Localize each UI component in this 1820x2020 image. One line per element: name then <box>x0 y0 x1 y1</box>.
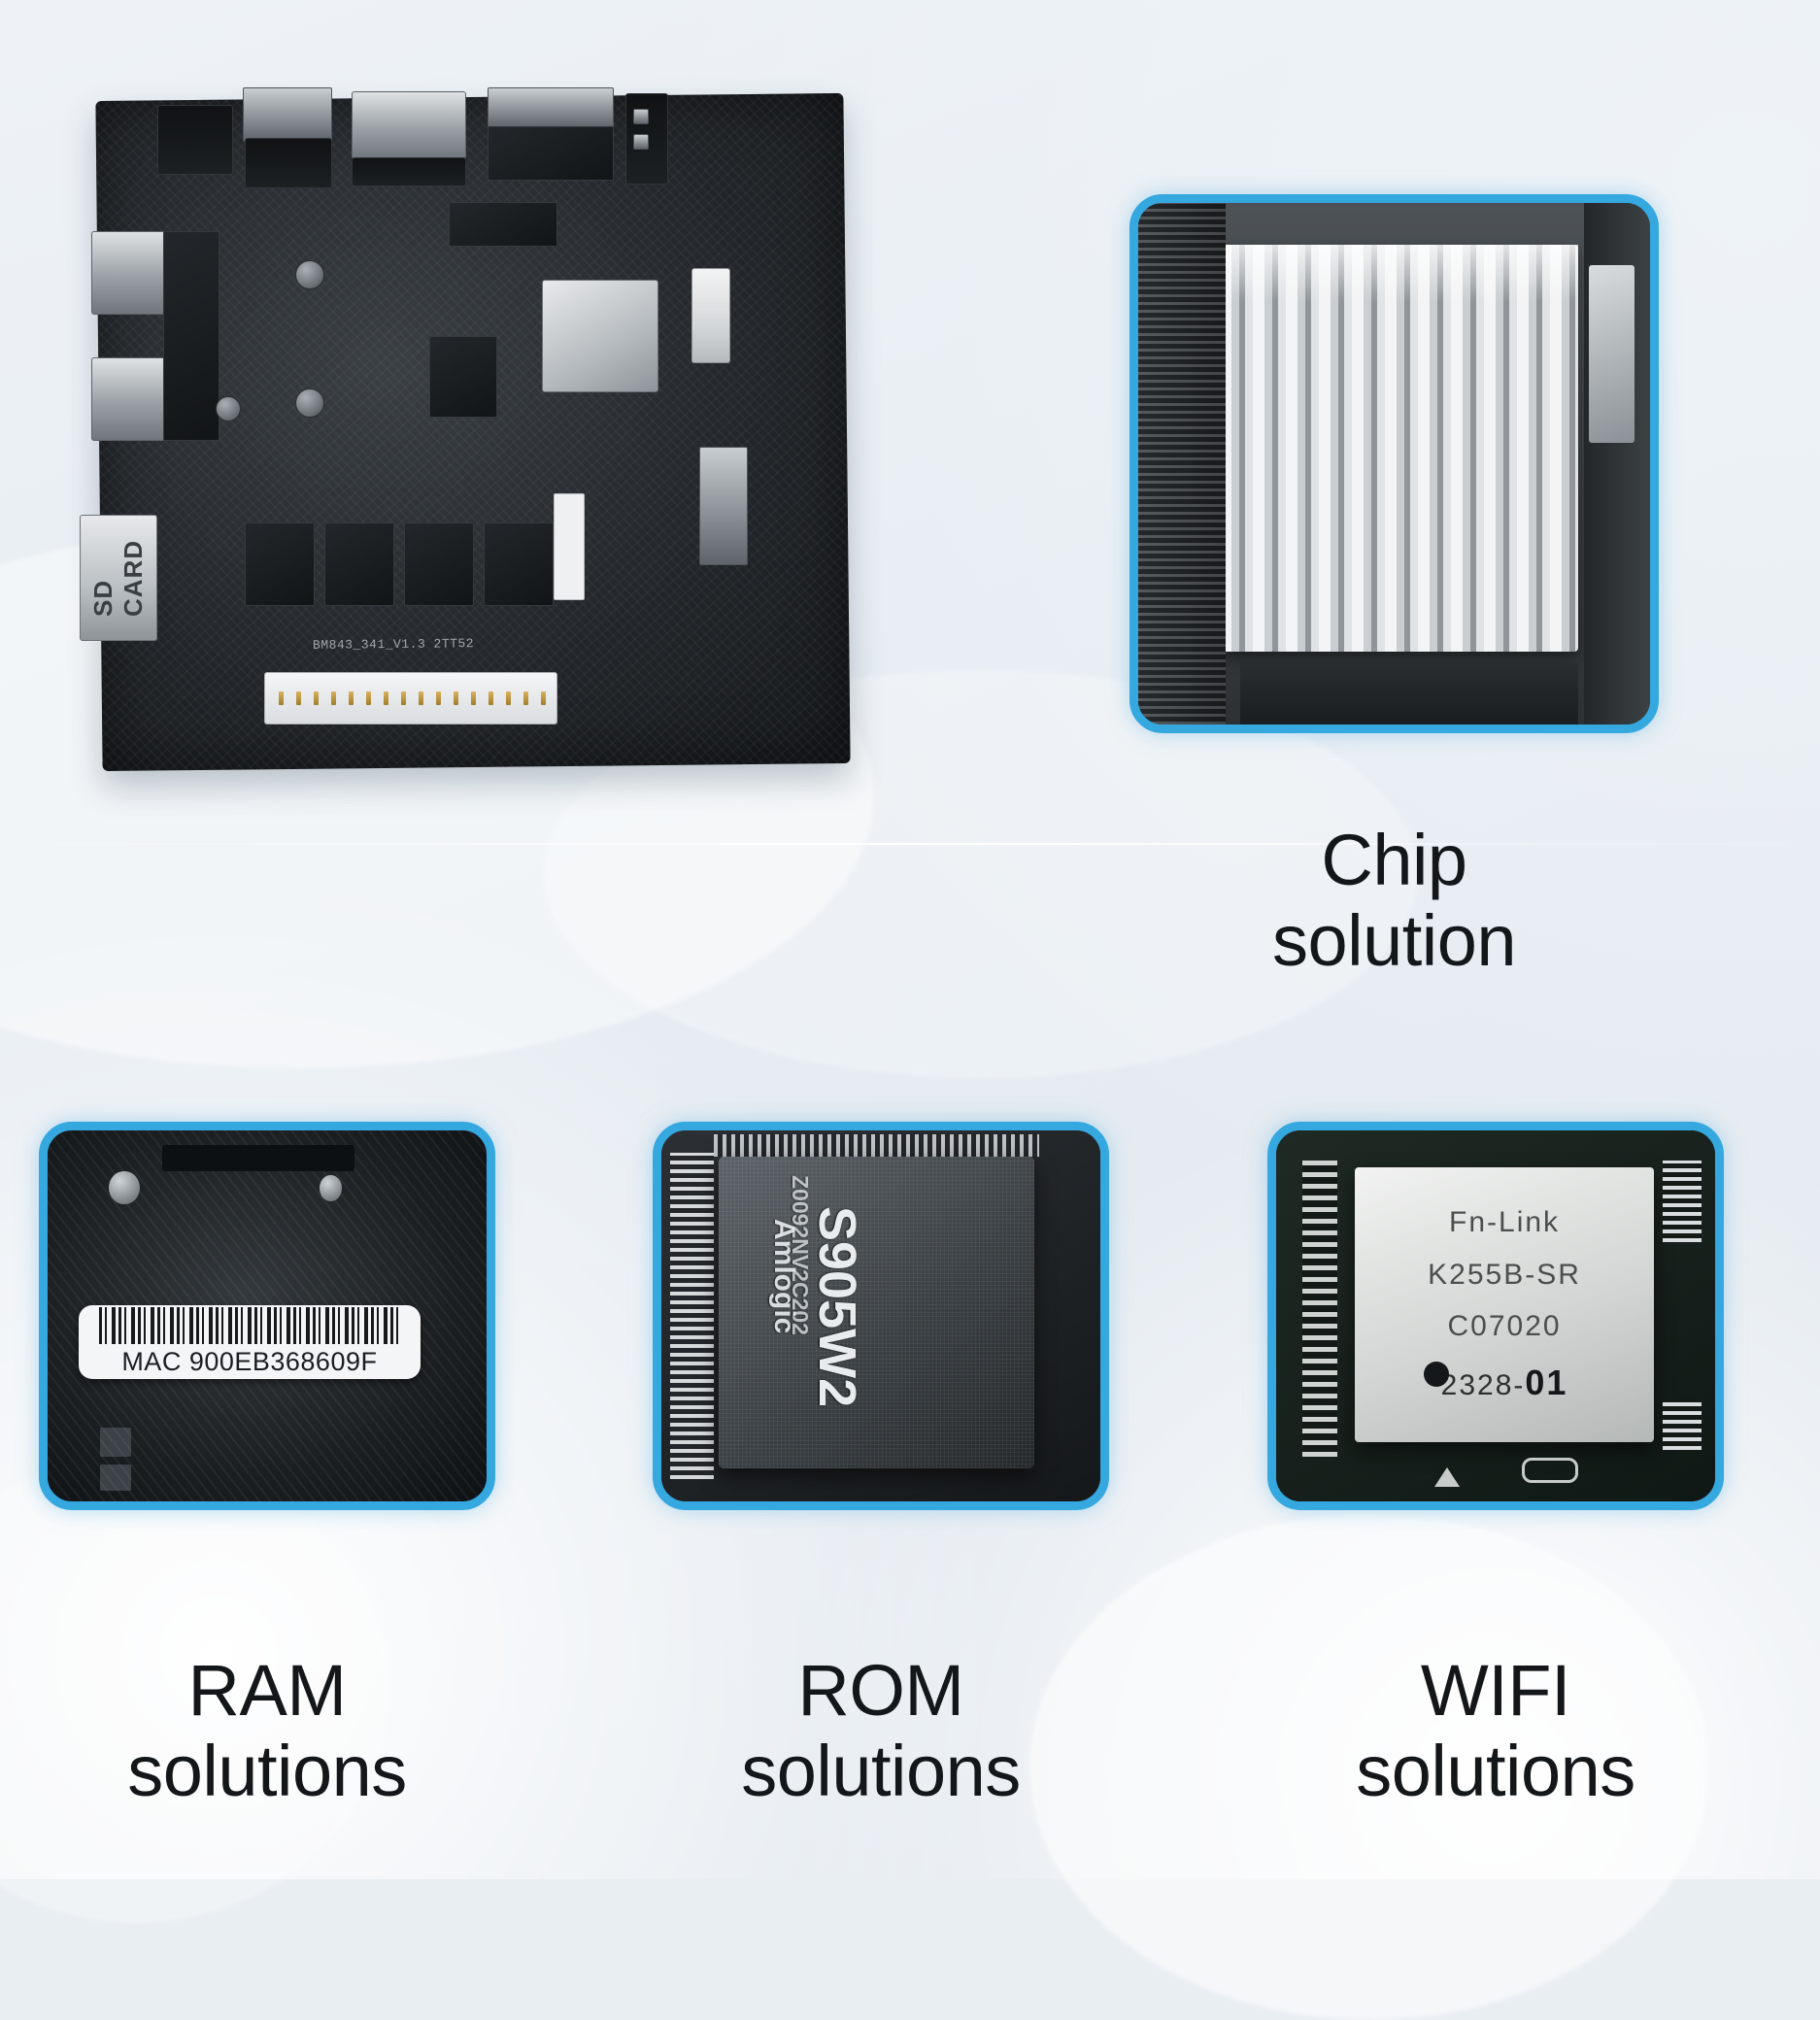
rom-solution-card[interactable]: Z0092NV2C202 S905W2 Amlogic <box>653 1122 1109 1510</box>
silkscreen-mark <box>1522 1457 1579 1483</box>
heatsink-photo <box>1138 203 1650 724</box>
port-ethernet <box>488 87 614 128</box>
wifi-caption-line2: solutions <box>1356 1730 1635 1811</box>
chip-ram <box>245 522 315 606</box>
wifi-brand: Fn-Link <box>1449 1205 1561 1238</box>
chip-pins-top <box>714 1133 1039 1157</box>
capacitor <box>295 260 324 289</box>
connector-metal <box>699 447 748 565</box>
usb-shroud <box>163 231 219 441</box>
rom-photo: Z0092NV2C202 S905W2 Amlogic <box>661 1130 1100 1501</box>
heatsink-fins <box>1220 244 1579 652</box>
ram-connector <box>161 1145 355 1171</box>
pin-header <box>264 672 557 724</box>
capacitor <box>295 388 324 418</box>
ram-solution-card[interactable]: MAC 900EB368609F <box>39 1122 495 1510</box>
port-usb-b <box>91 357 165 441</box>
soc-model: S905W2 <box>807 1206 866 1408</box>
ram-screw-pad <box>109 1171 140 1205</box>
barcode <box>98 1306 401 1344</box>
wifi-datecode-text: 2328- <box>1440 1369 1526 1402</box>
rom-solution-caption: ROM solutions <box>653 1650 1109 1812</box>
wifi-datecode: 2328-01 <box>1441 1363 1568 1403</box>
module-pins <box>1302 1160 1338 1458</box>
wifi-module: Fn-Link K255B-SR C07020 2328-01 <box>1355 1167 1654 1442</box>
rom-caption-line2: solutions <box>741 1730 1021 1811</box>
port-audio-jack <box>157 105 233 175</box>
port-av-body <box>245 138 332 188</box>
module-marker-dot <box>1424 1362 1450 1388</box>
smd-component <box>100 1464 131 1491</box>
smd-component <box>100 1427 131 1458</box>
chip-ram <box>404 522 474 606</box>
chip-solution-card[interactable] <box>1129 194 1659 733</box>
led-indicator <box>633 109 649 124</box>
chip-pins-left <box>670 1152 715 1480</box>
wifi-model: K255B-SR <box>1428 1258 1581 1291</box>
chip-ic <box>449 202 557 247</box>
wifi-rev: 01 <box>1525 1363 1568 1403</box>
board-pads-right <box>1662 1397 1702 1450</box>
port-usb-a <box>91 231 165 315</box>
wifi-caption-line1: WIFI <box>1420 1650 1571 1731</box>
component-label <box>554 493 585 600</box>
chip-solution-caption: Chip solution <box>1129 820 1659 982</box>
ram-solution-caption: RAM solutions <box>39 1650 495 1812</box>
capacitor <box>216 396 241 421</box>
port-ethernet-body <box>488 126 614 181</box>
chip-shield-can <box>542 280 658 392</box>
wifi-code: C07020 <box>1447 1310 1562 1343</box>
pcb-edge-left <box>1138 203 1226 724</box>
mac-address-text: MAC 900EB368609F <box>121 1346 378 1376</box>
mainboard-photo: SD CARD BM843_341_V1.3 2TT52 <box>70 76 857 785</box>
pcb-bottom <box>1240 661 1579 724</box>
chip-caption-line1: Chip <box>1321 820 1467 900</box>
led-indicator <box>633 134 649 150</box>
chip-soc <box>429 336 497 418</box>
wifi-solution-caption: WIFI solutions <box>1267 1650 1724 1812</box>
board-pads-right <box>1662 1160 1702 1242</box>
mac-address-label: MAC 900EB368609F <box>78 1304 421 1379</box>
connector <box>1588 265 1635 444</box>
silkscreen-triangle-icon <box>1433 1466 1460 1487</box>
wifi-photo: Fn-Link K255B-SR C07020 2328-01 <box>1276 1130 1715 1501</box>
wifi-solution-card[interactable]: Fn-Link K255B-SR C07020 2328-01 <box>1267 1122 1724 1510</box>
soc-brand: Amlogic <box>768 1218 801 1334</box>
ram-screw-pad <box>320 1174 342 1201</box>
rom-caption-line1: ROM <box>797 1650 964 1731</box>
port-av <box>243 87 332 142</box>
chip-ram <box>324 522 394 606</box>
section-divider <box>0 843 1820 845</box>
port-hdmi-body <box>352 157 466 186</box>
port-hdmi <box>352 91 466 159</box>
ram-caption-line1: RAM <box>187 1650 347 1731</box>
background-swoosh <box>0 1457 388 1923</box>
chip-ram <box>484 522 554 606</box>
connector-white <box>691 268 730 363</box>
soc-package: Z0092NV2C202 S905W2 Amlogic <box>718 1156 1035 1468</box>
ram-caption-line2: solutions <box>127 1730 407 1811</box>
ram-photo: MAC 900EB368609F <box>48 1130 487 1501</box>
sd-card: SD CARD <box>80 515 157 641</box>
pcb-silkscreen: BM843_341_V1.3 2TT52 <box>312 636 475 653</box>
chip-caption-line2: solution <box>1271 899 1517 981</box>
